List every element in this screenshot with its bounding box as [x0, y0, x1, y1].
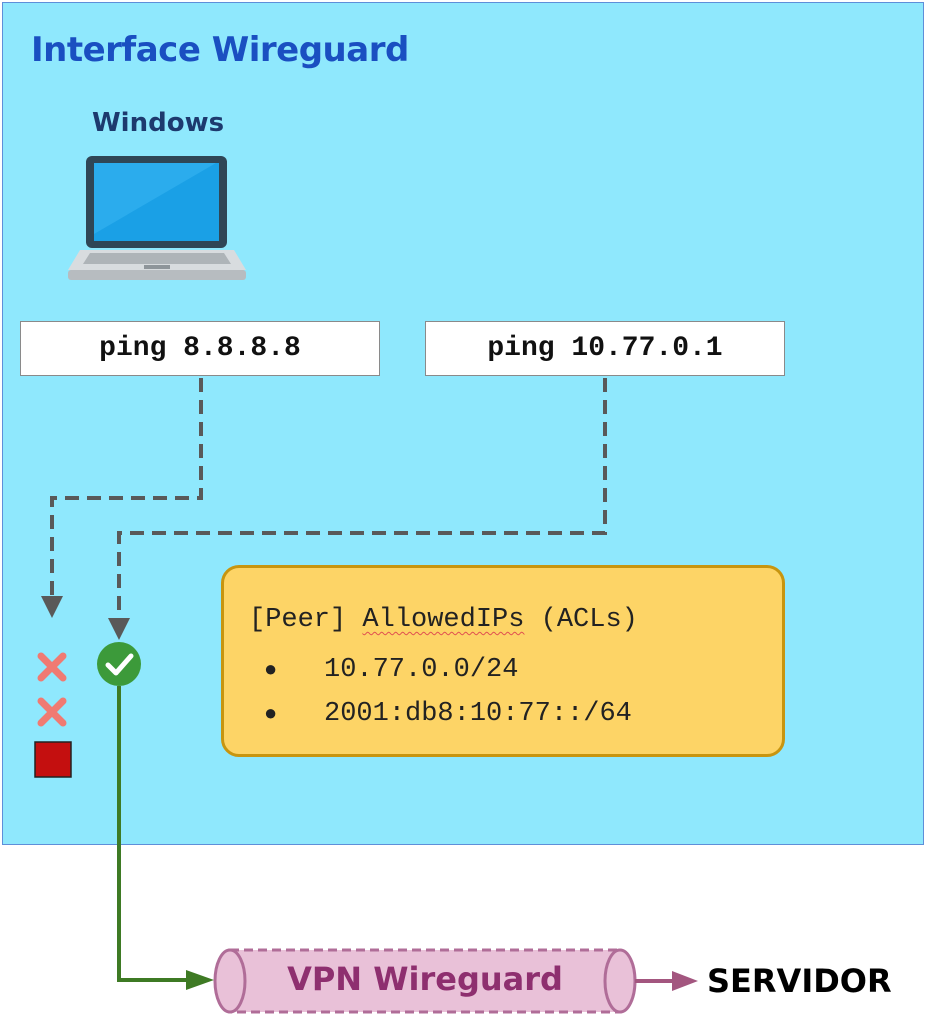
- client-os-label: Windows: [92, 108, 225, 138]
- laptop-icon: [68, 156, 246, 280]
- blocked-path-arrowhead: [41, 596, 63, 618]
- acl-entry-value: 10.77.0.0/24: [324, 655, 519, 685]
- acl-entry: ● 2001:db8:10:77::/64: [264, 692, 632, 736]
- check-circle-icon: [97, 642, 141, 686]
- server-label: SERVIDOR: [707, 962, 892, 1000]
- acl-entries: ●10.77.0.0/24 ●2001:db8:10:77::/64: [264, 648, 632, 736]
- bullet-icon: ●: [264, 657, 278, 683]
- x-mark-icon: [37, 697, 67, 727]
- ping-public-command: ping 8.8.8.8: [20, 321, 380, 376]
- laptop-base: [68, 270, 246, 280]
- laptop-keys: [83, 253, 231, 264]
- acl-heading: [Peer] AllowedIPs (ACLs): [249, 605, 638, 635]
- allowed-path-line: [117, 378, 607, 622]
- acl-entry-value: 2001:db8:10:77::/64: [324, 699, 632, 729]
- diagram-title: Interface Wireguard: [31, 30, 409, 70]
- allowed-traffic-line: [117, 686, 198, 982]
- ping-vpn-command: ping 10.77.0.1: [425, 321, 785, 376]
- vpn-tunnel-icon: [213, 948, 637, 1014]
- vpn-tunnel-label: VPN Wireguard: [287, 960, 563, 998]
- allowed-path-arrowhead: [108, 618, 130, 640]
- acl-section: [Peer]: [249, 605, 347, 635]
- bullet-icon: ●: [264, 701, 278, 727]
- blocked-stop-icon: [34, 741, 72, 778]
- laptop-touchpad: [144, 265, 170, 269]
- blocked-path-line: [50, 378, 203, 600]
- acl-key: AllowedIPs: [362, 605, 525, 635]
- laptop-screen-glare: [94, 163, 216, 234]
- acl-note: (ACLs): [540, 605, 638, 635]
- acl-entry: ● 10.77.0.0/24: [264, 648, 632, 692]
- allowed-traffic-arrowhead: [186, 970, 214, 990]
- allowed-ips-acl-box: [Peer] AllowedIPs (ACLs) ● 10.77.0.0/24 ●…: [221, 565, 785, 757]
- x-mark-icon: [37, 652, 67, 682]
- to-server-arrowhead: [672, 971, 698, 991]
